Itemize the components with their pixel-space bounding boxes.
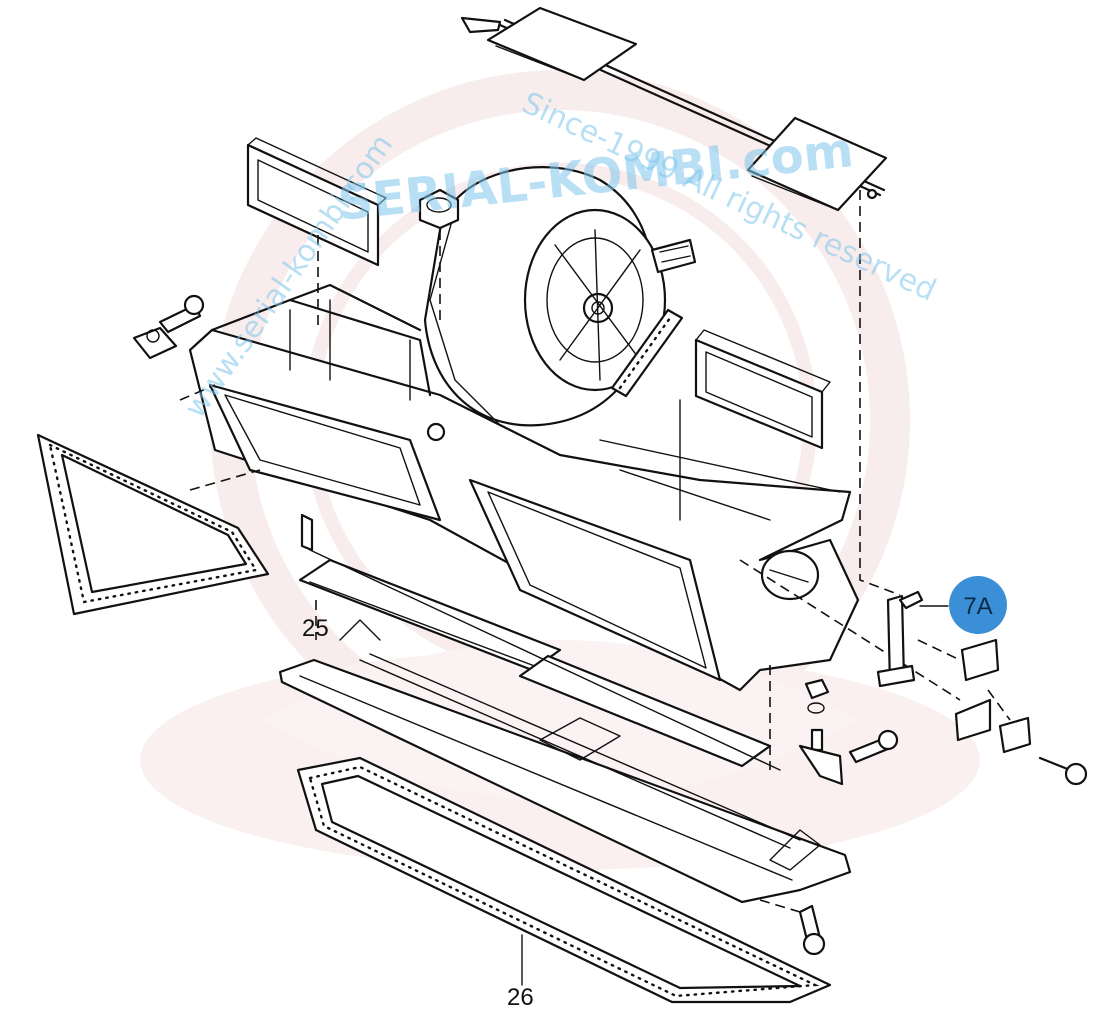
rubber-mount: [650, 238, 697, 274]
gasket-left: [36, 433, 270, 616]
callout-25-label: 25: [302, 615, 329, 642]
blower-motor: [418, 166, 667, 427]
air-flap-frame-right: [694, 329, 831, 450]
callout-26: 26: [507, 984, 534, 1011]
callout-7a: 7A: [919, 576, 1007, 634]
callout-7a-badge: [949, 576, 1007, 634]
bolt-and-washer: [132, 294, 205, 360]
lower-tray: [278, 619, 852, 904]
air-flap-frame-left: [246, 137, 387, 330]
screw-bottom: [759, 899, 826, 956]
gasket-bottom-26: [296, 756, 832, 1004]
heater-housing: [179, 190, 961, 701]
foam-seal-strip: [610, 308, 684, 398]
flap-shaft-assembly: [460, 6, 888, 212]
air-flap-25: [298, 513, 781, 771]
callout-7a-label: 7A: [963, 593, 992, 620]
callout-25: 25: [302, 615, 329, 642]
bracket-7a: [876, 590, 1088, 786]
callout-26-label: 26: [507, 984, 534, 1011]
nut-stud-bracket: [798, 678, 899, 786]
